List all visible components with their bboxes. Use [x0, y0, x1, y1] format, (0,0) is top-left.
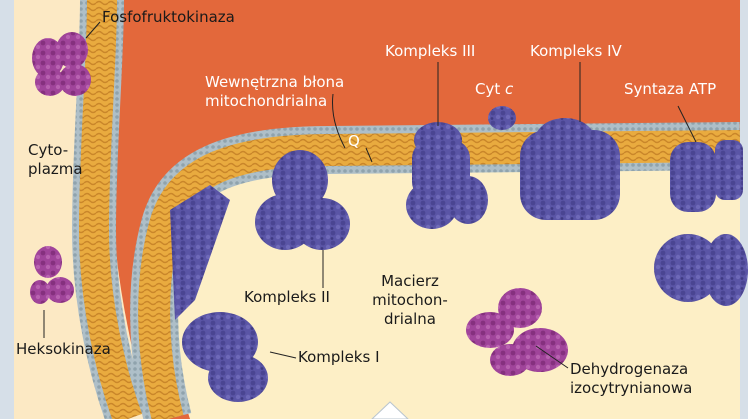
- label-kompleks-iv: Kompleks IV: [530, 42, 622, 61]
- label-wewnetrzna-blona-line1: Wewnętrzna błona: [205, 73, 344, 92]
- label-kompleks-iii: Kompleks III: [385, 42, 475, 61]
- label-fosfofruktokinaza: Fosfofruktokinaza: [102, 8, 235, 27]
- label-heksokinaza: Heksokinaza: [16, 340, 111, 359]
- label-cytoplazma: Cyto- plazma: [28, 141, 83, 179]
- label-dehydrogenaza: Dehydrogenaza izocytrynianowa: [570, 360, 692, 398]
- label-wewnetrzna-blona-line2: mitochondrialna: [205, 92, 344, 111]
- cyt-c-protein: [488, 106, 516, 130]
- label-kompleks-i: Kompleks I: [298, 348, 380, 367]
- label-macierz: Macierz mitochon- drialna: [368, 272, 452, 329]
- label-dehydrogenaza-line2: izocytrynianowa: [570, 379, 692, 398]
- label-cytoplazma-line1: Cyto-: [28, 141, 83, 160]
- label-cyt-c-prefix: Cyt: [475, 80, 505, 98]
- label-cyt-c-italic: c: [505, 80, 513, 98]
- label-macierz-line1: Macierz: [368, 272, 452, 291]
- label-kompleks-ii: Kompleks II: [244, 288, 330, 307]
- label-syntaza-atp: Syntaza ATP: [624, 80, 716, 99]
- label-macierz-line2: mitochon-: [368, 291, 452, 310]
- label-q: Q: [348, 132, 360, 151]
- kompleks-iv-protein: [520, 118, 620, 220]
- label-macierz-line3: drialna: [368, 310, 452, 329]
- label-cytoplazma-line2: plazma: [28, 160, 83, 179]
- label-dehydrogenaza-line1: Dehydrogenaza: [570, 360, 692, 379]
- label-cyt-c: Cyt c: [475, 80, 513, 99]
- label-wewnetrzna-blona: Wewnętrzna błona mitochondrialna: [205, 73, 344, 111]
